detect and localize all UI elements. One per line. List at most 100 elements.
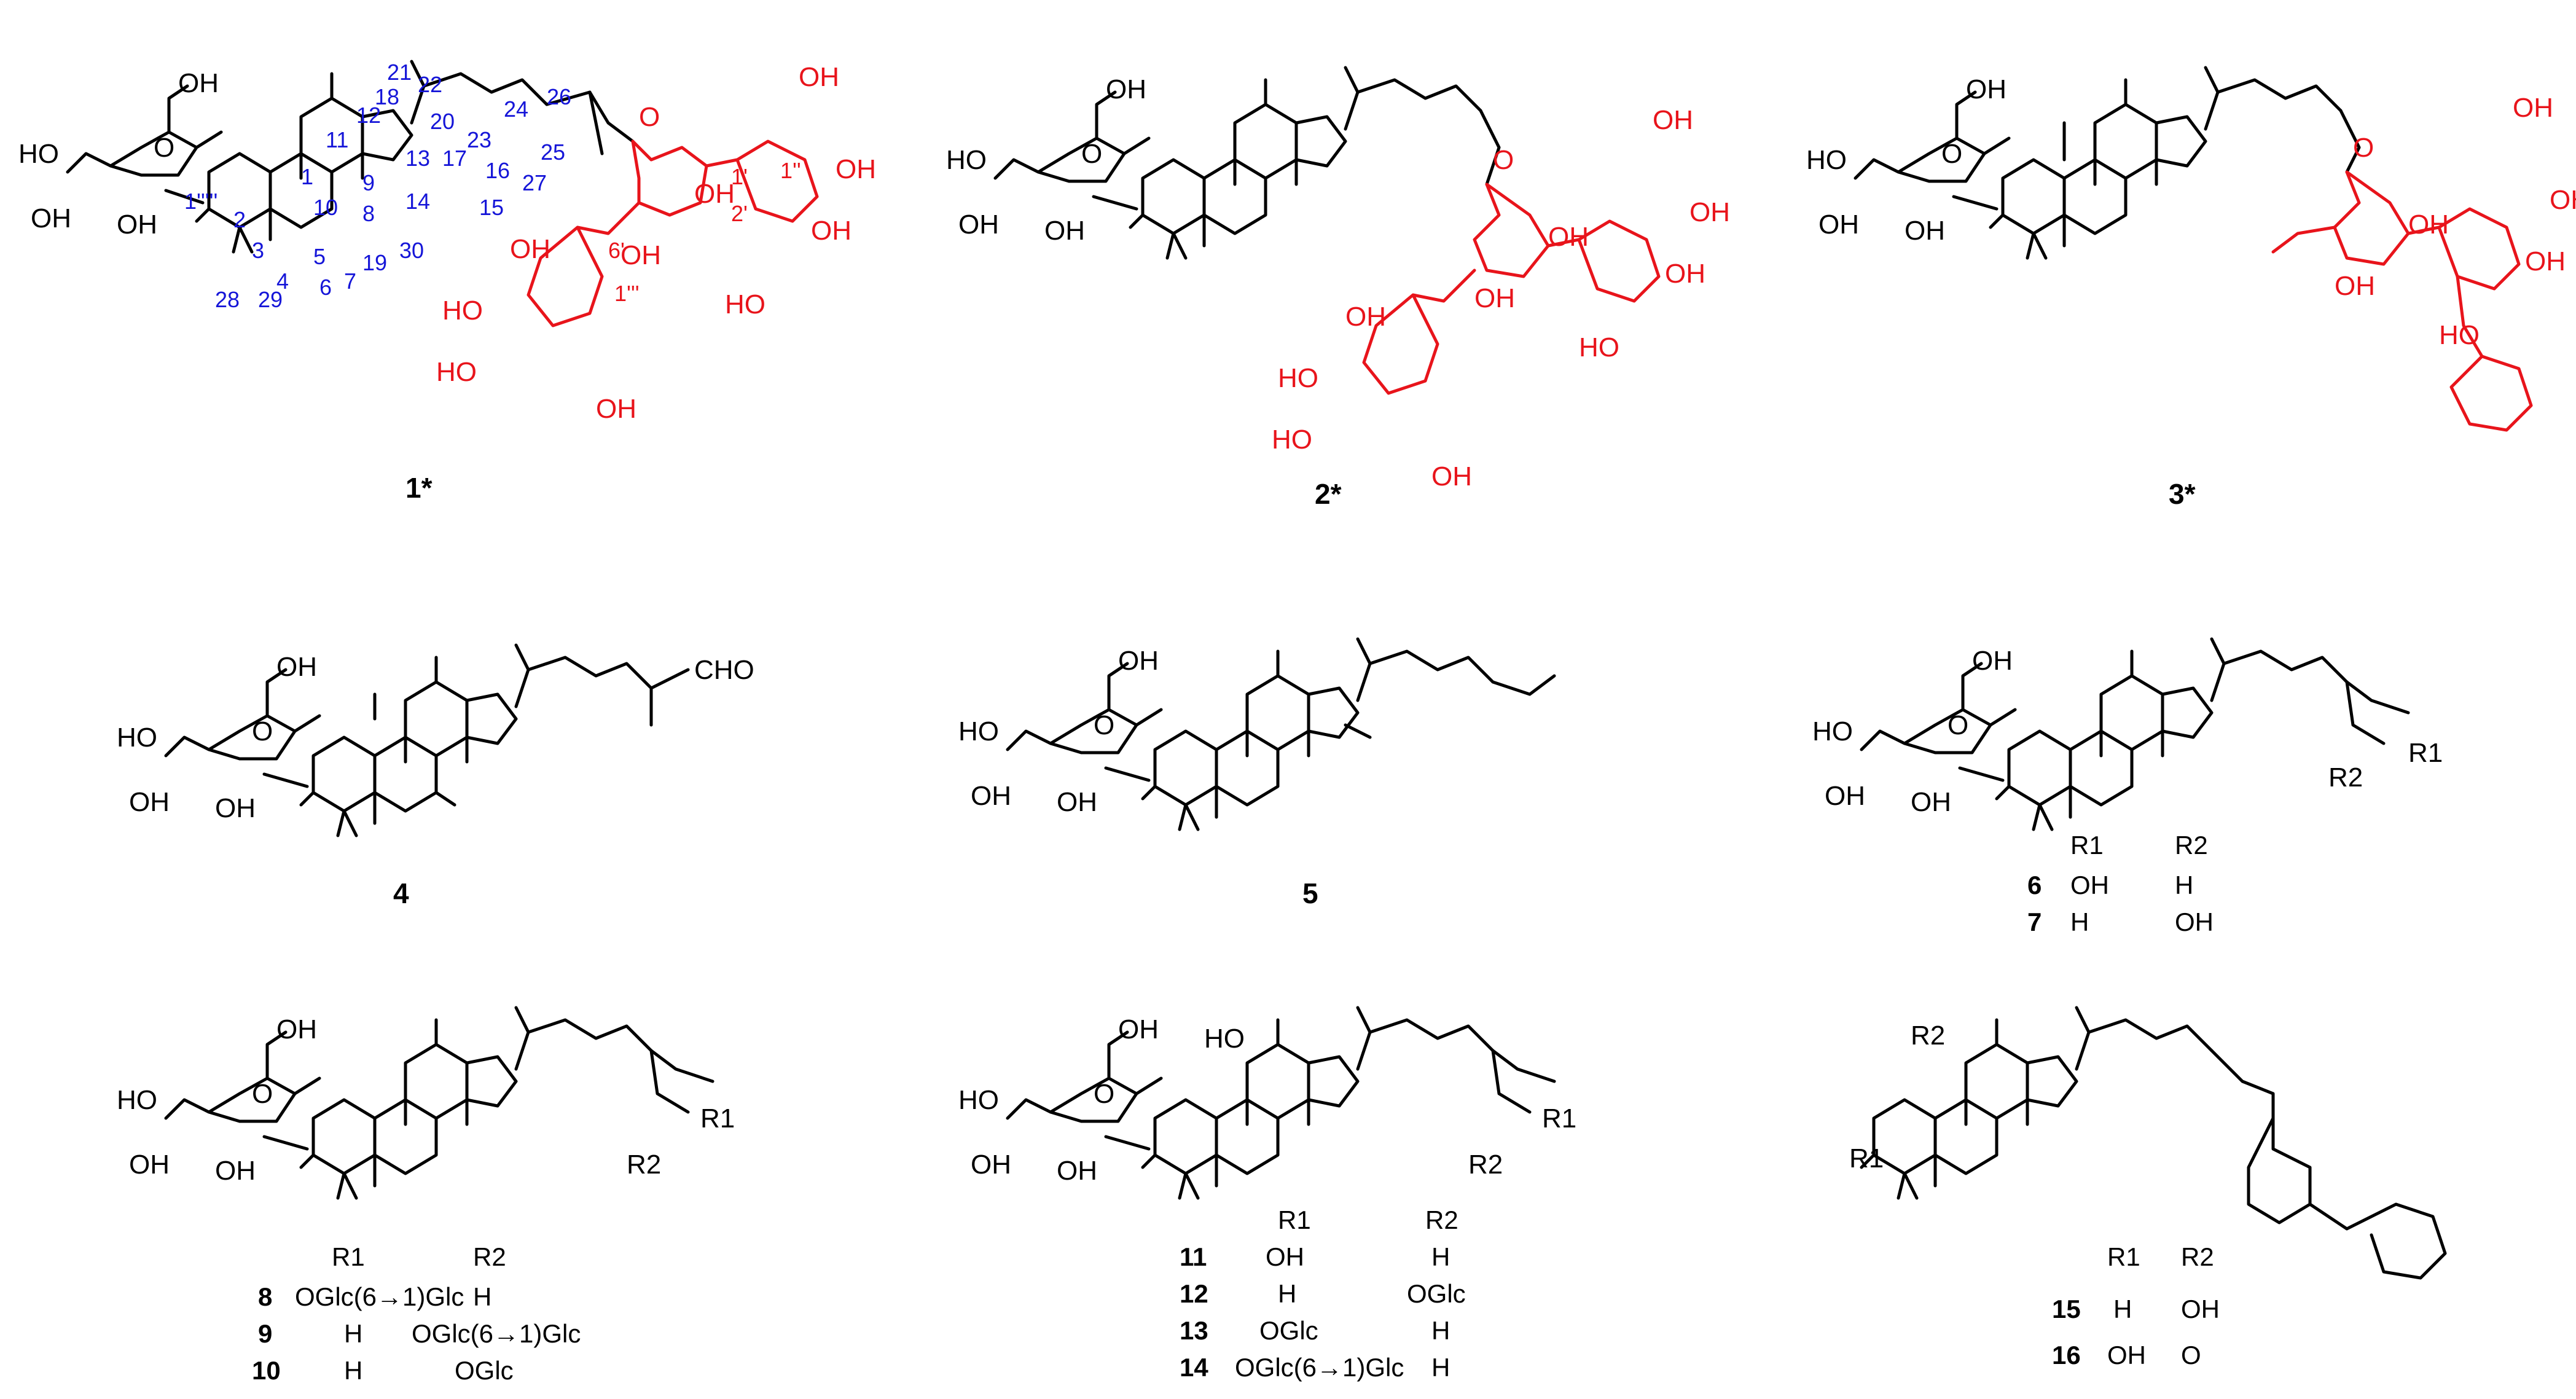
r2-label: R2 <box>2328 762 2363 793</box>
sugar-hydroxyl-label: OH <box>1653 105 1693 135</box>
atom-number-label: 19 <box>362 250 387 275</box>
compound-2-sugar-chain <box>1362 182 1661 395</box>
atom-number-label: 9 <box>362 170 375 195</box>
glycosidic-oxygen-label: O <box>2353 133 2374 163</box>
ring-oxygen-label: O <box>252 1079 273 1109</box>
atom-number-label: 27 <box>522 170 547 195</box>
sugar-hydroxyl-label: OH <box>2335 271 2375 301</box>
sugar-hydroxyl-label: OH <box>799 62 839 92</box>
table-6-7-row-r1: OH <box>2070 871 2109 899</box>
sugar-hydroxyl-label: HO <box>2439 320 2480 350</box>
r2-label: R2 <box>627 1150 661 1180</box>
atom-number-label: 1 <box>301 164 313 189</box>
table-6-7-row-r2: H <box>2175 871 2193 899</box>
sugar-hydroxyl-label: OH <box>811 216 851 246</box>
table-11-14-row-id: 13 <box>1180 1316 1208 1345</box>
hydroxyl-label: HO <box>958 1085 999 1115</box>
sugar-hydroxyl-label: HO <box>442 296 483 326</box>
table-11-14-row-id: 14 <box>1180 1353 1208 1382</box>
atom-number-label: 12 <box>356 103 381 128</box>
compound-5: 5 <box>1008 639 1556 909</box>
table-15-16-row-r1: OH <box>2107 1341 2146 1370</box>
r1-label: R1 <box>2408 738 2443 768</box>
atom-number-label: 21 <box>387 60 412 85</box>
hydroxyl-label: HO <box>117 1085 157 1115</box>
compound-4-id: 4 <box>393 877 409 909</box>
table-6-7-row-id: 7 <box>2027 907 2042 936</box>
compound-1: 1* <box>68 61 819 504</box>
hydroxyl-label: HO <box>18 139 59 169</box>
ring-oxygen-label: O <box>1941 139 1962 169</box>
sugar-hydroxyl-label: HO <box>725 289 765 319</box>
hydroxyl-label: OH <box>1044 216 1085 246</box>
atom-number-label: 4 <box>276 268 289 294</box>
sugar-hydroxyl-label: HO <box>1579 332 1619 362</box>
table-6-7-header-r2: R2 <box>2175 831 2208 860</box>
hydroxyl-label: HO <box>946 145 987 175</box>
table-8-10-row-id: 9 <box>258 1319 272 1348</box>
compound-1-sugar-chain <box>527 139 819 327</box>
table-11-14-header-r1: R1 <box>1278 1205 1311 1234</box>
r1-label: R1 <box>1849 1143 1884 1174</box>
atom-number-label: 7 <box>344 268 356 294</box>
atom-number-label: 1''' <box>614 281 640 306</box>
hydroxyl-label: OH <box>129 1150 170 1180</box>
ring-oxygen-label: O <box>1094 1079 1114 1109</box>
sugar-hydroxyl-label: OH <box>2513 93 2553 123</box>
compounds-11-14: HO R1 R2 11 OH H 12 H OGlc 13 OGlc H 14 … <box>1008 1008 1556 1382</box>
sugar-hydroxyl-label: OH <box>596 394 636 424</box>
compounds-8-10: R1 R2 8 OGlc(6→1)Glc H 9 H OGlc(6→1)Glc … <box>166 1008 714 1385</box>
sugar-hydroxyl-label: OH <box>2408 210 2449 240</box>
compound-4-aldehyde-label: CHO <box>694 655 754 685</box>
compound-4: CHO 4 <box>166 645 754 909</box>
atom-number-label: 1' <box>731 164 748 189</box>
atom-number-label: 3 <box>252 238 264 263</box>
hydroxyl-label: OH <box>1911 787 1951 817</box>
table-8-10-header-r1: R1 <box>332 1242 365 1271</box>
atom-number-label: 14 <box>405 189 430 214</box>
atom-number-label: 6' <box>608 238 625 263</box>
atom-number-label: 22 <box>418 72 442 97</box>
hydroxyl-label: OH <box>215 1156 256 1186</box>
table-6-7-row-id: 6 <box>2027 871 2042 899</box>
table-8-10-row-id: 10 <box>252 1356 281 1385</box>
atom-number-label: 23 <box>467 127 491 152</box>
table-11-14-row-r2: OGlc <box>1407 1279 1466 1308</box>
sugar-hydroxyl-label: HO <box>1272 425 1312 455</box>
hydroxyl-label: HO <box>1812 716 1853 747</box>
compound-3-id: 3* <box>2169 478 2196 510</box>
compound-2-id: 2* <box>1315 478 1342 510</box>
atom-number-label: 15 <box>479 195 504 220</box>
table-8-10-row-r1: OGlc(6→1)Glc <box>295 1282 464 1311</box>
table-11-14-row-r1: OGlc(6→1)Glc <box>1235 1353 1404 1382</box>
sugar-hydroxyl-label: OH <box>2525 246 2566 276</box>
atom-number-label: 1'' <box>780 158 801 183</box>
table-6-7-row-r2: OH <box>2175 907 2214 936</box>
table-11-14-header-r2: R2 <box>1425 1205 1458 1234</box>
sugar-hydroxyl-label: OH <box>1345 302 1386 332</box>
glycosidic-oxygen-label: O <box>639 102 660 132</box>
table-15-16-header-r2: R2 <box>2181 1242 2214 1271</box>
atom-number-label: 16 <box>485 158 510 183</box>
sugar-hydroxyl-label: OH <box>1665 259 1705 289</box>
hydroxyl-label: OH <box>117 210 157 240</box>
r2-label: R2 <box>1468 1150 1503 1180</box>
atom-number-label: 17 <box>442 146 467 171</box>
atom-number-label: 25 <box>541 139 565 165</box>
table-15-16-row-id: 16 <box>2052 1341 2081 1370</box>
atom-number-label: 2' <box>731 201 748 226</box>
compound-3: 3* <box>1855 68 2533 510</box>
atom-number-label: 6 <box>319 275 332 300</box>
hydroxyl-label: OH <box>1825 781 1865 811</box>
table-11-14-row-r1: H <box>1278 1279 1296 1308</box>
ring-oxygen-label: O <box>154 133 174 163</box>
table-8-10-row-r2: OGlc <box>455 1356 514 1385</box>
hydroxyl-label: OH <box>276 652 317 682</box>
hydroxyl-label: OH <box>958 210 999 240</box>
compound-2: 2* <box>995 68 1661 510</box>
atom-number-label: 11 <box>326 127 348 152</box>
compounds-15-16-substituent-table: R1 R2 15 H OH 16 OH O <box>2052 1242 2220 1370</box>
table-8-10-header-r2: R2 <box>473 1242 506 1271</box>
